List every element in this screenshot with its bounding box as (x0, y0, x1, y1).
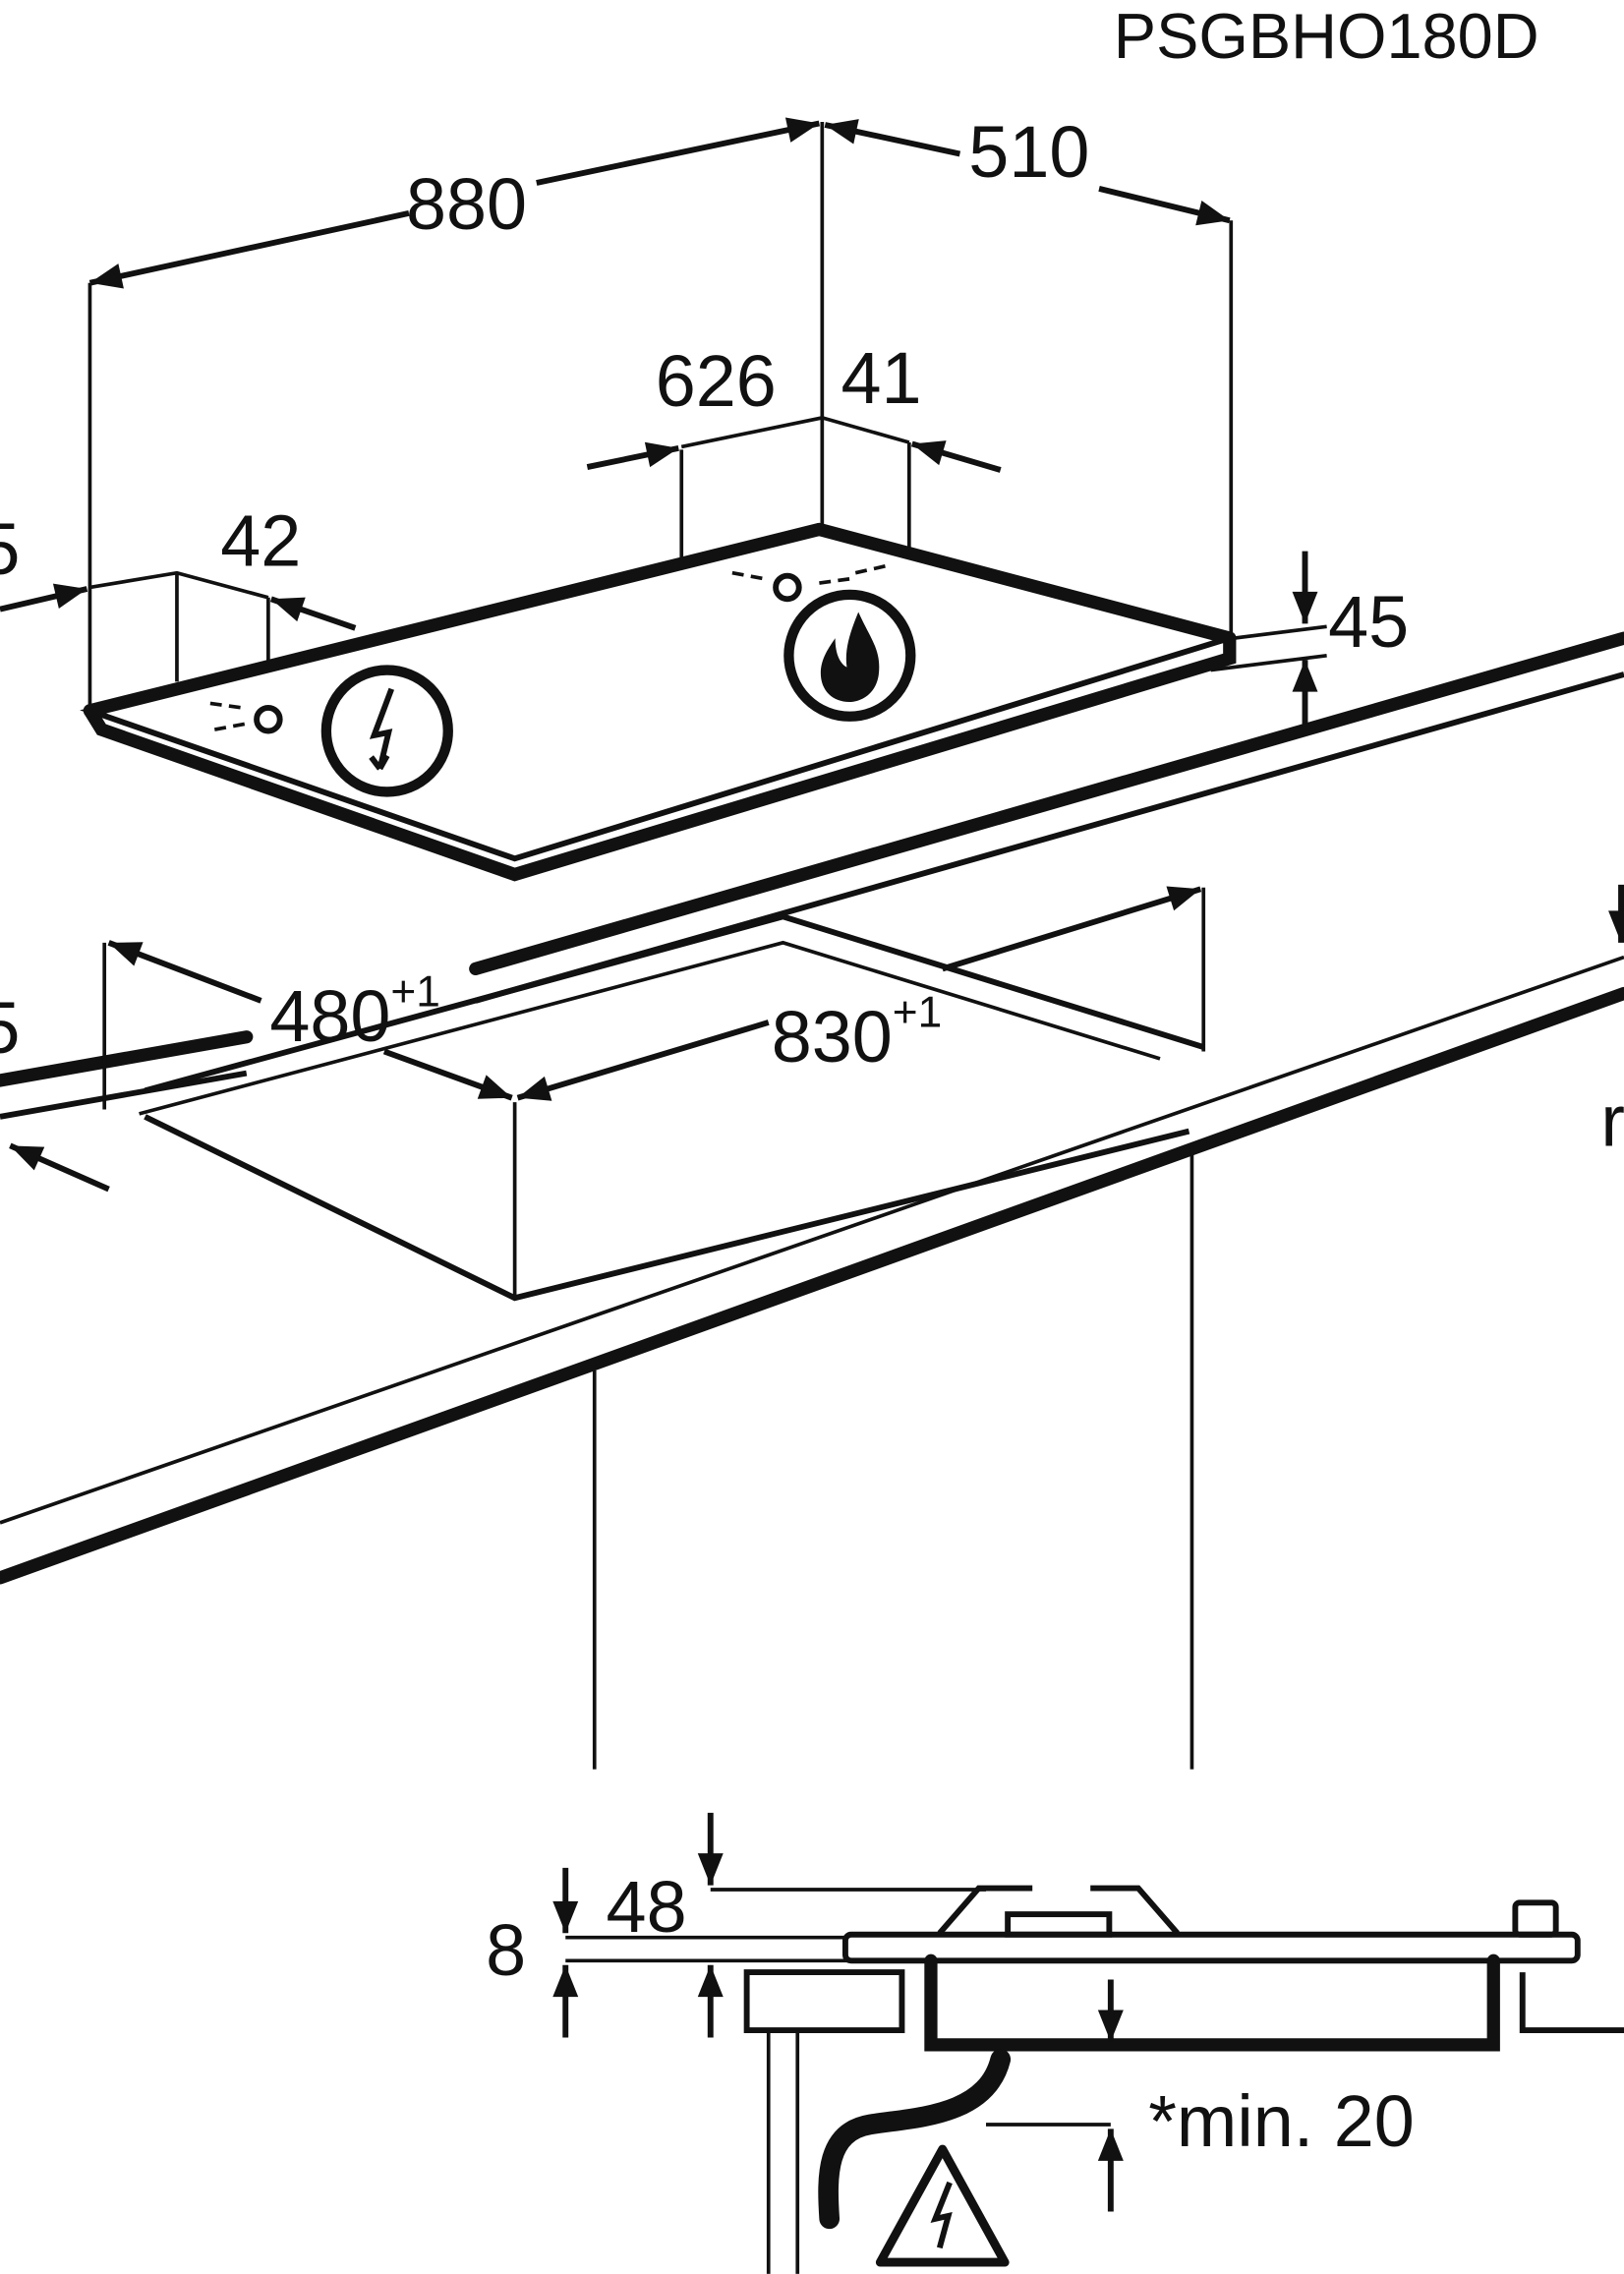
dim-48: 48 (607, 1866, 687, 1948)
model-label: PSGBHO180D (1114, 0, 1539, 72)
dim-626: 626 (656, 340, 777, 422)
dim-880: 880 (406, 163, 527, 245)
dim-front-5: 5 (0, 987, 20, 1069)
dim-right-r: r (1600, 1079, 1624, 1161)
dimension-arrows (0, 117, 1327, 726)
electric-warning-icon (875, 2144, 1010, 2267)
dim-510: 510 (968, 111, 1089, 193)
dim-left-5: 5 (0, 508, 20, 590)
dim-41: 41 (841, 337, 922, 419)
section-view (552, 1812, 1624, 2274)
dim-min-20: *min. 20 (1148, 2080, 1415, 2162)
dim-830: 830+1 (772, 988, 943, 1077)
dim-480: 480+1 (269, 968, 440, 1057)
dim-45: 45 (1328, 581, 1409, 663)
cutout (9, 884, 1624, 1302)
worktop (0, 631, 1624, 1770)
dim-42: 42 (220, 499, 301, 581)
electric-connection-icon (320, 665, 453, 797)
extension-lines (87, 121, 1234, 711)
gas-flame-icon (783, 589, 916, 722)
dim-8: 8 (486, 1909, 526, 1991)
